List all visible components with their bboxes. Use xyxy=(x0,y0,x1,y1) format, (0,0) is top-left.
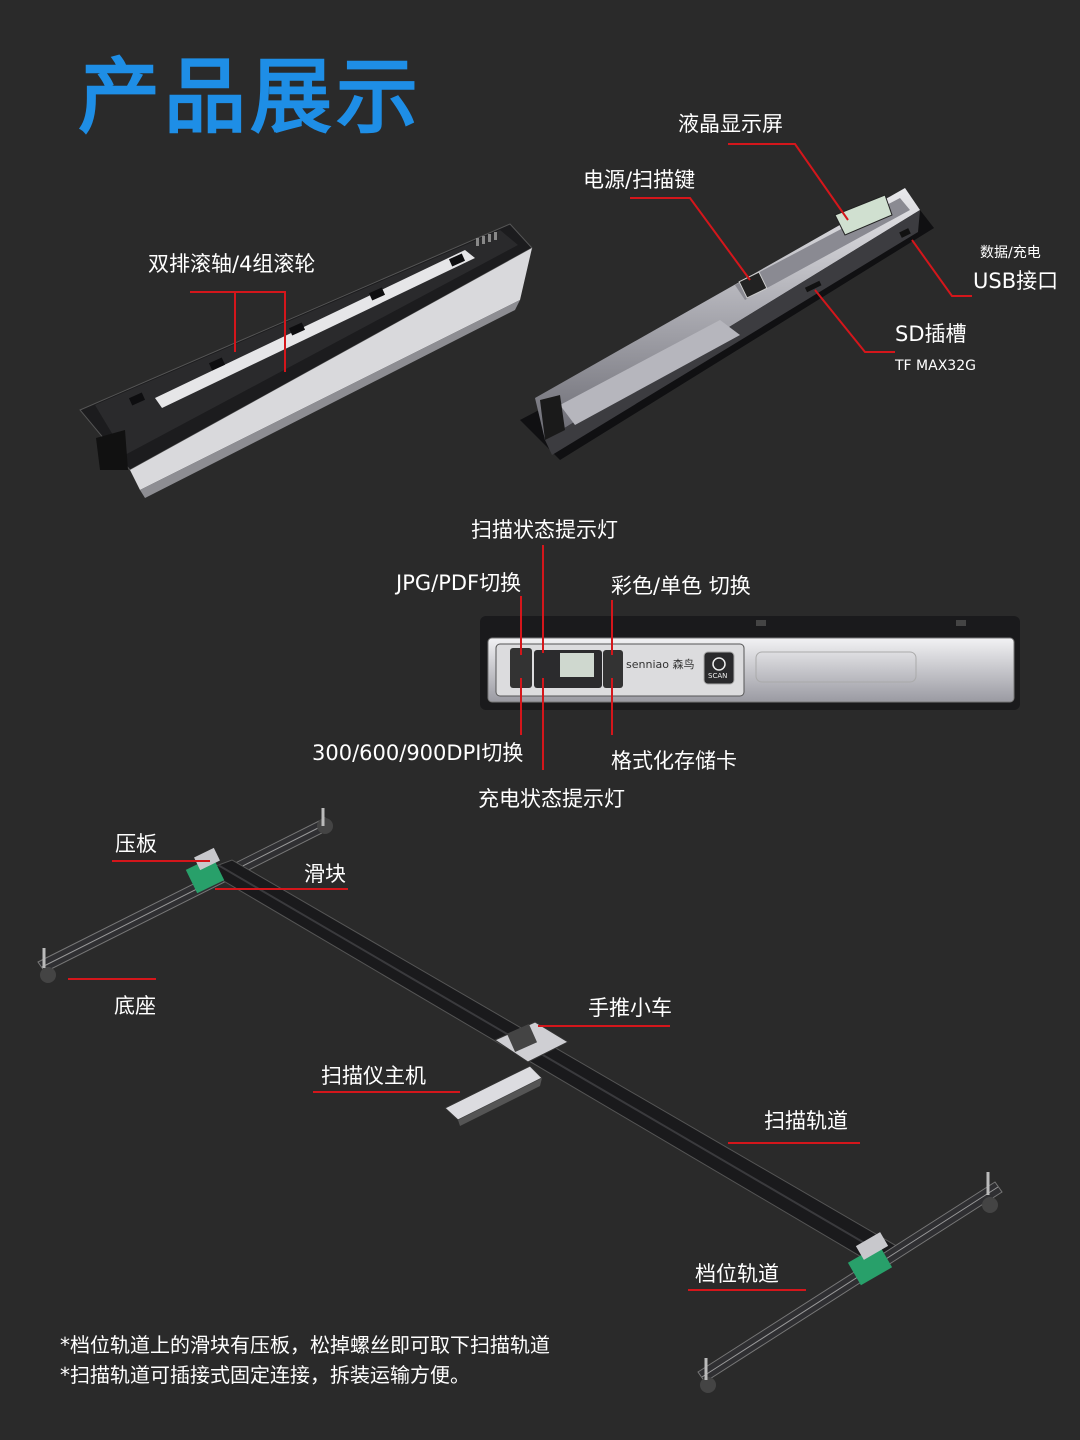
label-gear-rail: 档位轨道 xyxy=(695,1262,779,1286)
label-power-scan-key: 电源/扫描键 xyxy=(583,168,696,192)
panel-leader-lines xyxy=(520,545,613,770)
note-line-2: *扫描轨道可插接式固定连接，拆装运输方便。 xyxy=(60,1363,470,1387)
label-scan-led: 扫描状态提示灯 xyxy=(471,518,618,542)
label-usb-top: 数据/充电 xyxy=(980,245,1041,261)
rail-assembly xyxy=(37,808,1003,1393)
label-rollers: 双排滚轴/4组滚轮 xyxy=(148,252,316,276)
panel-scan-button-label: SCAN xyxy=(708,672,727,680)
device-leader-lines xyxy=(630,143,972,353)
label-slider: 滑块 xyxy=(304,862,346,886)
note-line-1: *档位轨道上的滑块有压板，松掉螺丝即可取下扫描轨道 xyxy=(60,1333,550,1357)
label-jpg-pdf: JPG/PDF切换 xyxy=(396,571,522,595)
label-host: 扫描仪主机 xyxy=(321,1064,426,1088)
scanner-bottom-view xyxy=(79,223,533,498)
label-base: 底座 xyxy=(114,994,156,1018)
label-lcd: 液晶显示屏 xyxy=(678,112,783,136)
label-cart: 手推小车 xyxy=(588,996,672,1020)
label-scan-rail: 扫描轨道 xyxy=(764,1109,848,1133)
scanner-front-panel xyxy=(480,616,1020,710)
roller-leader-line xyxy=(190,291,286,372)
panel-brand-text: senniao 森鸟 xyxy=(626,657,694,671)
label-sd-slot: SD插槽 xyxy=(895,322,967,346)
label-plate: 压板 xyxy=(115,832,157,856)
label-sd-capacity: TF MAX32G xyxy=(895,358,976,374)
label-format-card: 格式化存储卡 xyxy=(611,749,737,773)
rail-leader-lines xyxy=(68,860,860,1291)
label-charge-led: 充电状态提示灯 xyxy=(478,787,625,811)
label-color-mono: 彩色/单色 切换 xyxy=(611,574,751,598)
page-title: 产品展示 xyxy=(78,50,423,145)
label-dpi: 300/600/900DPI切换 xyxy=(312,741,524,765)
scanner-top-view xyxy=(520,188,934,460)
label-usb-port: USB接口 xyxy=(973,269,1059,293)
